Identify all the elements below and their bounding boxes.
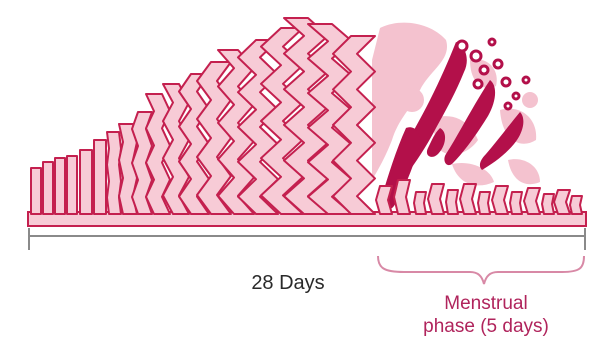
- endometrium-fold: [94, 140, 106, 214]
- menstrual-phase-label-line2: phase (5 days): [388, 315, 584, 338]
- endometrium-fold: [43, 162, 53, 214]
- endometrium-fold: [55, 158, 65, 214]
- cycle-axis: [29, 228, 585, 250]
- endometrium-fold: [31, 168, 41, 214]
- endometrium-fold: [107, 132, 121, 214]
- endometrium-fold: [414, 192, 426, 214]
- endometrium-fold: [478, 192, 490, 214]
- endometrium-fold: [80, 150, 92, 214]
- endometrium-fold: [542, 194, 554, 214]
- menstrual-phase-label: Menstrual phase (5 days): [388, 292, 584, 338]
- endometrium-fold: [446, 190, 458, 214]
- endometrium-fold: [524, 188, 540, 214]
- menstrual-phase-bracket: [378, 256, 584, 284]
- menstrual-phase-label-line1: Menstrual: [388, 292, 584, 315]
- cycle-length-label: 28 Days: [228, 272, 348, 295]
- endometrium-fold: [570, 196, 582, 214]
- endometrium-fold: [428, 184, 444, 214]
- endometrium-growth-folds: [31, 18, 582, 214]
- endometrium-fold: [510, 192, 522, 214]
- endometrium-fold: [554, 190, 570, 214]
- endometrium-fold: [67, 156, 77, 214]
- endometrium-fold: [394, 180, 410, 214]
- endometrium-fold: [460, 184, 476, 214]
- endometrium-fold: [492, 186, 508, 214]
